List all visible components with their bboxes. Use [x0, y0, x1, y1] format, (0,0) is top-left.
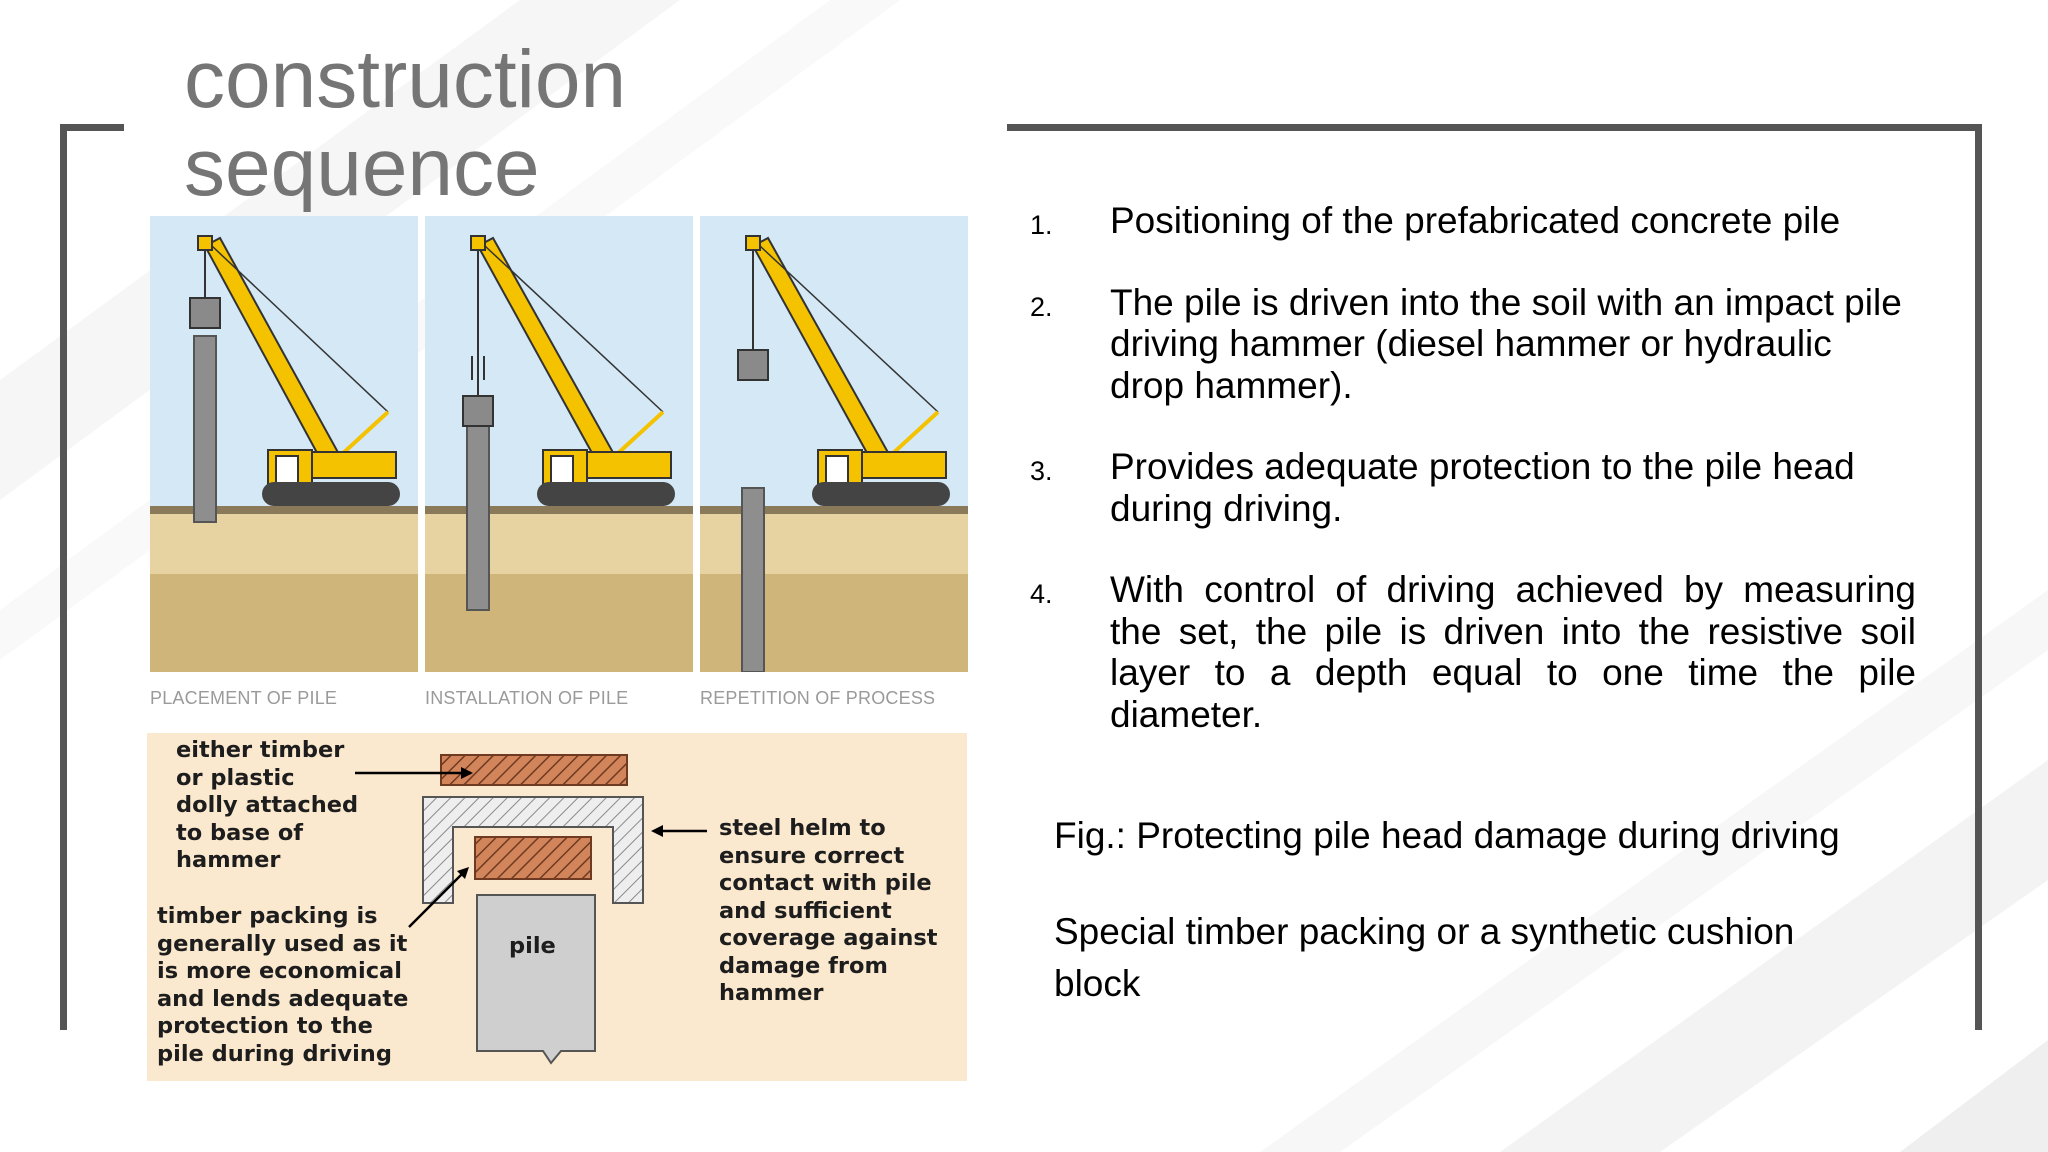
panel-repetition-of-process [700, 216, 968, 672]
step-number: 2. [1030, 291, 1053, 322]
step-number: 1. [1030, 210, 1053, 240]
pile-head-drawing [147, 733, 967, 1081]
step-item: 1. Positioning of the prefabricated conc… [1030, 200, 1916, 242]
pile-label: pile [509, 933, 556, 959]
step-text: Positioning of the prefabricated concret… [1110, 200, 1841, 241]
panel-installation-of-pile [425, 216, 693, 672]
packing-label: timber packing is generally used as it i… [157, 903, 409, 1067]
panel-placement-of-pile [150, 216, 418, 672]
caption-repetition: REPETITION OF PROCESS [700, 688, 936, 708]
caption-placement: PLACEMENT OF PILE [150, 688, 338, 708]
note-text: Special timber packing or a synthetic cu… [1054, 911, 1795, 1004]
caption-installation: INSTALLATION OF PILE [425, 688, 629, 708]
frame-right-vertical [1975, 124, 1982, 1030]
page-title: construction sequence [184, 34, 627, 213]
step-text: Provides adequate protection to the pile… [1110, 446, 1855, 529]
frame-right-top [1007, 124, 1982, 131]
step-number: 4. [1030, 579, 1053, 609]
frame-left-vertical [60, 124, 67, 1030]
step-item: 3. Provides adequate protection to the p… [1030, 446, 1916, 529]
step-text: The pile is driven into the soil with an… [1110, 281, 1902, 406]
frame-left-top [60, 124, 124, 131]
step-item: 2. The pile is driven into the soil with… [1030, 282, 1916, 407]
step-item: 4. With control of driving achieved by m… [1030, 569, 1916, 735]
construction-steps-list: 1. Positioning of the prefabricated conc… [1030, 200, 1916, 775]
helm-label: steel helm to ensure correct contact wit… [719, 815, 938, 1006]
figure-caption: Fig.: Protecting pile head damage during… [1054, 815, 1840, 856]
step-text: With control of driving achieved by meas… [1110, 569, 1916, 735]
dolly-label: either timber or plastic dolly attached … [176, 737, 359, 873]
step-number: 3. [1030, 456, 1053, 486]
pile-head-diagram: either timber or plastic dolly attached … [147, 733, 967, 1081]
